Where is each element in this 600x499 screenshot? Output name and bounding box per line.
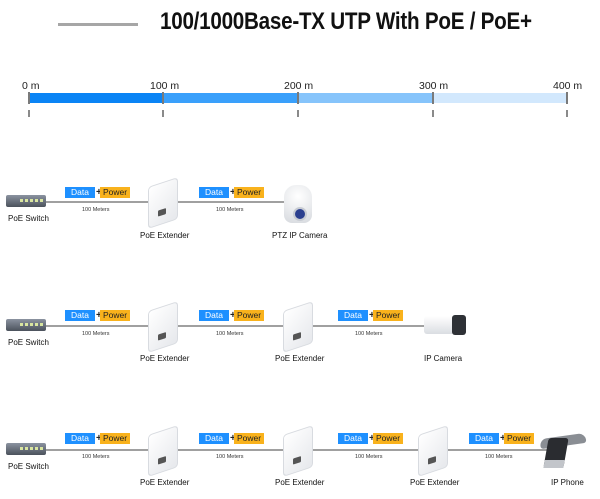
- data-tag: Data: [65, 310, 95, 321]
- poe-extender-icon: [283, 425, 313, 477]
- plus-sign: +: [96, 310, 102, 321]
- data-tag: Data: [199, 433, 229, 444]
- distance-label: 100 Meters: [82, 454, 110, 460]
- scale-divider: [28, 92, 30, 104]
- device-label: IP Camera: [424, 354, 463, 363]
- scale-divider: [162, 92, 164, 104]
- distance-label: 100 Meters: [216, 454, 244, 460]
- power-tag: Power: [504, 433, 534, 444]
- scale-segment-0-100: [29, 93, 163, 103]
- scale-tick: [566, 110, 568, 117]
- power-tag: Power: [234, 187, 264, 198]
- distance-label: 100 Meters: [355, 454, 383, 460]
- poe-extender-icon: [283, 301, 313, 353]
- distance-label: 100 Meters: [82, 207, 110, 213]
- scale-tick: [432, 110, 434, 117]
- poe-extender-icon: [148, 301, 178, 353]
- power-tag: Power: [100, 433, 130, 444]
- device-label: PoE Switch: [8, 462, 49, 471]
- scale-tick: [297, 110, 299, 117]
- device-label: IP Phone: [551, 478, 584, 487]
- data-tag: Data: [469, 433, 499, 444]
- plus-sign: +: [230, 433, 236, 444]
- poe-switch-icon: [6, 319, 46, 331]
- device-label: PoE Switch: [8, 338, 49, 347]
- cable: [40, 325, 430, 327]
- device-label: PoE Extender: [275, 478, 325, 487]
- tick-label-200: 200 m: [284, 80, 314, 92]
- plus-sign: +: [96, 433, 102, 444]
- tick-label-300: 300 m: [419, 80, 449, 92]
- device-label: PoE Extender: [275, 354, 325, 363]
- power-tag: Power: [373, 433, 403, 444]
- data-tag: Data: [65, 187, 95, 198]
- device-label: PoE Extender: [140, 354, 190, 363]
- data-tag: Data: [338, 310, 368, 321]
- ip-phone-icon: [539, 430, 587, 468]
- power-tag: Power: [234, 310, 264, 321]
- scale-segment-200-300: [298, 93, 433, 103]
- distance-label: 100 Meters: [485, 454, 513, 460]
- power-tag: Power: [100, 310, 130, 321]
- tick-label-0: 0 m: [22, 80, 40, 92]
- distance-label: 100 Meters: [82, 331, 110, 337]
- scale-divider: [566, 92, 568, 104]
- poe-extender-icon: [148, 425, 178, 477]
- scale-segment-100-200: [163, 93, 298, 103]
- device-label: PTZ IP Camera: [272, 231, 328, 240]
- plus-sign: +: [500, 433, 506, 444]
- poe-extender-icon: [148, 177, 178, 229]
- distance-label: 100 Meters: [216, 331, 244, 337]
- poe-extender-icon: [418, 425, 448, 477]
- plus-sign: +: [96, 187, 102, 198]
- data-tag: Data: [199, 310, 229, 321]
- data-tag: Data: [65, 433, 95, 444]
- scale-divider: [297, 92, 299, 104]
- plus-sign: +: [369, 433, 375, 444]
- scale-tick: [28, 110, 30, 117]
- distance-label: 100 Meters: [216, 207, 244, 213]
- power-tag: Power: [373, 310, 403, 321]
- device-label: PoE Switch: [8, 214, 49, 223]
- tick-label-100: 100 m: [150, 80, 180, 92]
- power-tag: Power: [234, 433, 264, 444]
- plus-sign: +: [230, 310, 236, 321]
- device-label: PoE Extender: [140, 231, 190, 240]
- poe-switch-icon: [6, 443, 46, 455]
- plus-sign: +: [230, 187, 236, 198]
- poe-switch-icon: [6, 195, 46, 207]
- scale-divider: [432, 92, 434, 104]
- ptz-camera-icon: [284, 185, 312, 223]
- diagram-title: 100/1000Base-TX UTP With PoE / PoE+: [160, 8, 532, 35]
- data-tag: Data: [199, 187, 229, 198]
- device-label: PoE Extender: [140, 478, 190, 487]
- scale-segment-300-400: [433, 93, 567, 103]
- title-decoration-line: [58, 23, 138, 26]
- device-label: PoE Extender: [410, 478, 460, 487]
- data-tag: Data: [338, 433, 368, 444]
- ip-camera-icon: [424, 315, 466, 335]
- power-tag: Power: [100, 187, 130, 198]
- distance-label: 100 Meters: [355, 331, 383, 337]
- scale-tick: [162, 110, 164, 117]
- plus-sign: +: [369, 310, 375, 321]
- tick-label-400: 400 m: [553, 80, 583, 92]
